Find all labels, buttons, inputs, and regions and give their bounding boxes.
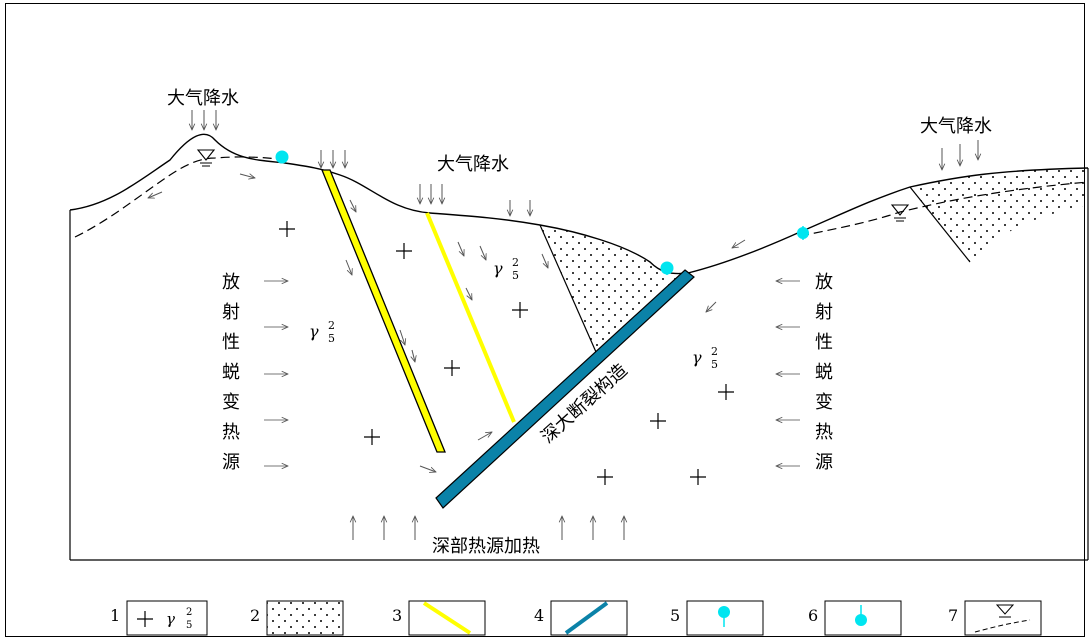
spring-right (797, 226, 809, 240)
spring-left (275, 150, 289, 164)
svg-text:变: 变 (815, 392, 833, 413)
legend-item-5: 5 (670, 600, 764, 636)
svg-text:蜕: 蜕 (815, 362, 833, 383)
svg-text:放: 放 (222, 272, 240, 293)
svg-text:2: 2 (328, 319, 335, 332)
svg-text:2: 2 (186, 607, 192, 618)
precipitation-label-middle: 大气降水 (437, 154, 509, 175)
svg-text:γ: γ (166, 610, 175, 628)
sediment-middle (540, 225, 688, 352)
svg-text:射: 射 (815, 302, 833, 323)
water-table-marker-right (890, 204, 910, 222)
svg-text:射: 射 (222, 302, 240, 323)
svg-text:2: 2 (512, 256, 519, 269)
radioactive-arrows-left (264, 281, 288, 466)
water-table-marker-left (196, 149, 216, 167)
svg-text:γ: γ (309, 322, 319, 341)
granite-label-3: γ 2 5 (692, 345, 718, 371)
svg-text:6: 6 (808, 606, 818, 625)
svg-text:4: 4 (534, 606, 544, 625)
svg-text:γ: γ (692, 348, 702, 367)
svg-text:源: 源 (222, 452, 240, 473)
svg-text:热: 热 (222, 422, 240, 443)
sediment-right (910, 168, 1088, 262)
svg-text:3: 3 (392, 606, 402, 625)
svg-text:1: 1 (110, 606, 120, 625)
legend-item-3: 3 (392, 600, 486, 636)
svg-text:5: 5 (186, 620, 192, 631)
precipitation-label-left: 大气降水 (167, 88, 239, 109)
sediment-middle-boundary (539, 224, 597, 353)
ground-surface (69, 133, 1089, 275)
svg-text:源: 源 (815, 452, 833, 473)
section-body: 深大断裂构造 γ 2 5 (69, 88, 1089, 561)
precipitation-label-right: 大气降水 (920, 116, 992, 137)
radioactive-arrows-right (776, 281, 800, 466)
radioactive-label-right: 放 射 性 蜕 变 热 源 (815, 272, 833, 473)
svg-text:变: 变 (222, 392, 240, 413)
svg-text:热: 热 (815, 422, 833, 443)
legend: 1 γ 2 5 2 3 4 5 6 (110, 600, 1042, 636)
granite-symbols (279, 221, 734, 485)
legend-item-1: 1 γ 2 5 (110, 600, 208, 636)
svg-text:性: 性 (815, 332, 833, 353)
dike-right (425, 212, 516, 423)
svg-text:蜕: 蜕 (222, 362, 240, 383)
water-table-left (74, 156, 286, 238)
water-table-right (799, 181, 1089, 237)
radioactive-label-left: 放 射 性 蜕 变 热 源 (222, 272, 240, 473)
deep-heating-label: 深部热源加热 (432, 536, 540, 557)
svg-text:5: 5 (670, 606, 680, 625)
dike-left (321, 169, 446, 453)
deep-heat-arrows (353, 516, 624, 540)
sediment-right-boundary (909, 186, 971, 263)
svg-text:放: 放 (815, 272, 833, 293)
svg-text:5: 5 (328, 332, 335, 345)
flow-arrows (148, 174, 746, 472)
legend-item-4: 4 (534, 600, 628, 636)
granite-label-1: γ 2 5 (309, 319, 335, 345)
spring-valley (660, 261, 674, 275)
svg-text:7: 7 (948, 606, 958, 625)
svg-text:2: 2 (711, 345, 718, 358)
svg-text:5: 5 (711, 358, 718, 371)
svg-text:性: 性 (222, 332, 240, 353)
precipitation-arrows (192, 110, 978, 216)
svg-text:γ: γ (493, 259, 503, 278)
deep-fault (435, 269, 695, 509)
granite-label-2: γ 2 5 (493, 256, 519, 282)
legend-item-2: 2 (250, 600, 344, 636)
legend-item-6: 6 (808, 600, 902, 636)
svg-text:5: 5 (512, 269, 519, 282)
legend-item-7: 7 (948, 600, 1042, 636)
svg-text:2: 2 (250, 606, 260, 625)
diagram-frame (5, 3, 1085, 637)
